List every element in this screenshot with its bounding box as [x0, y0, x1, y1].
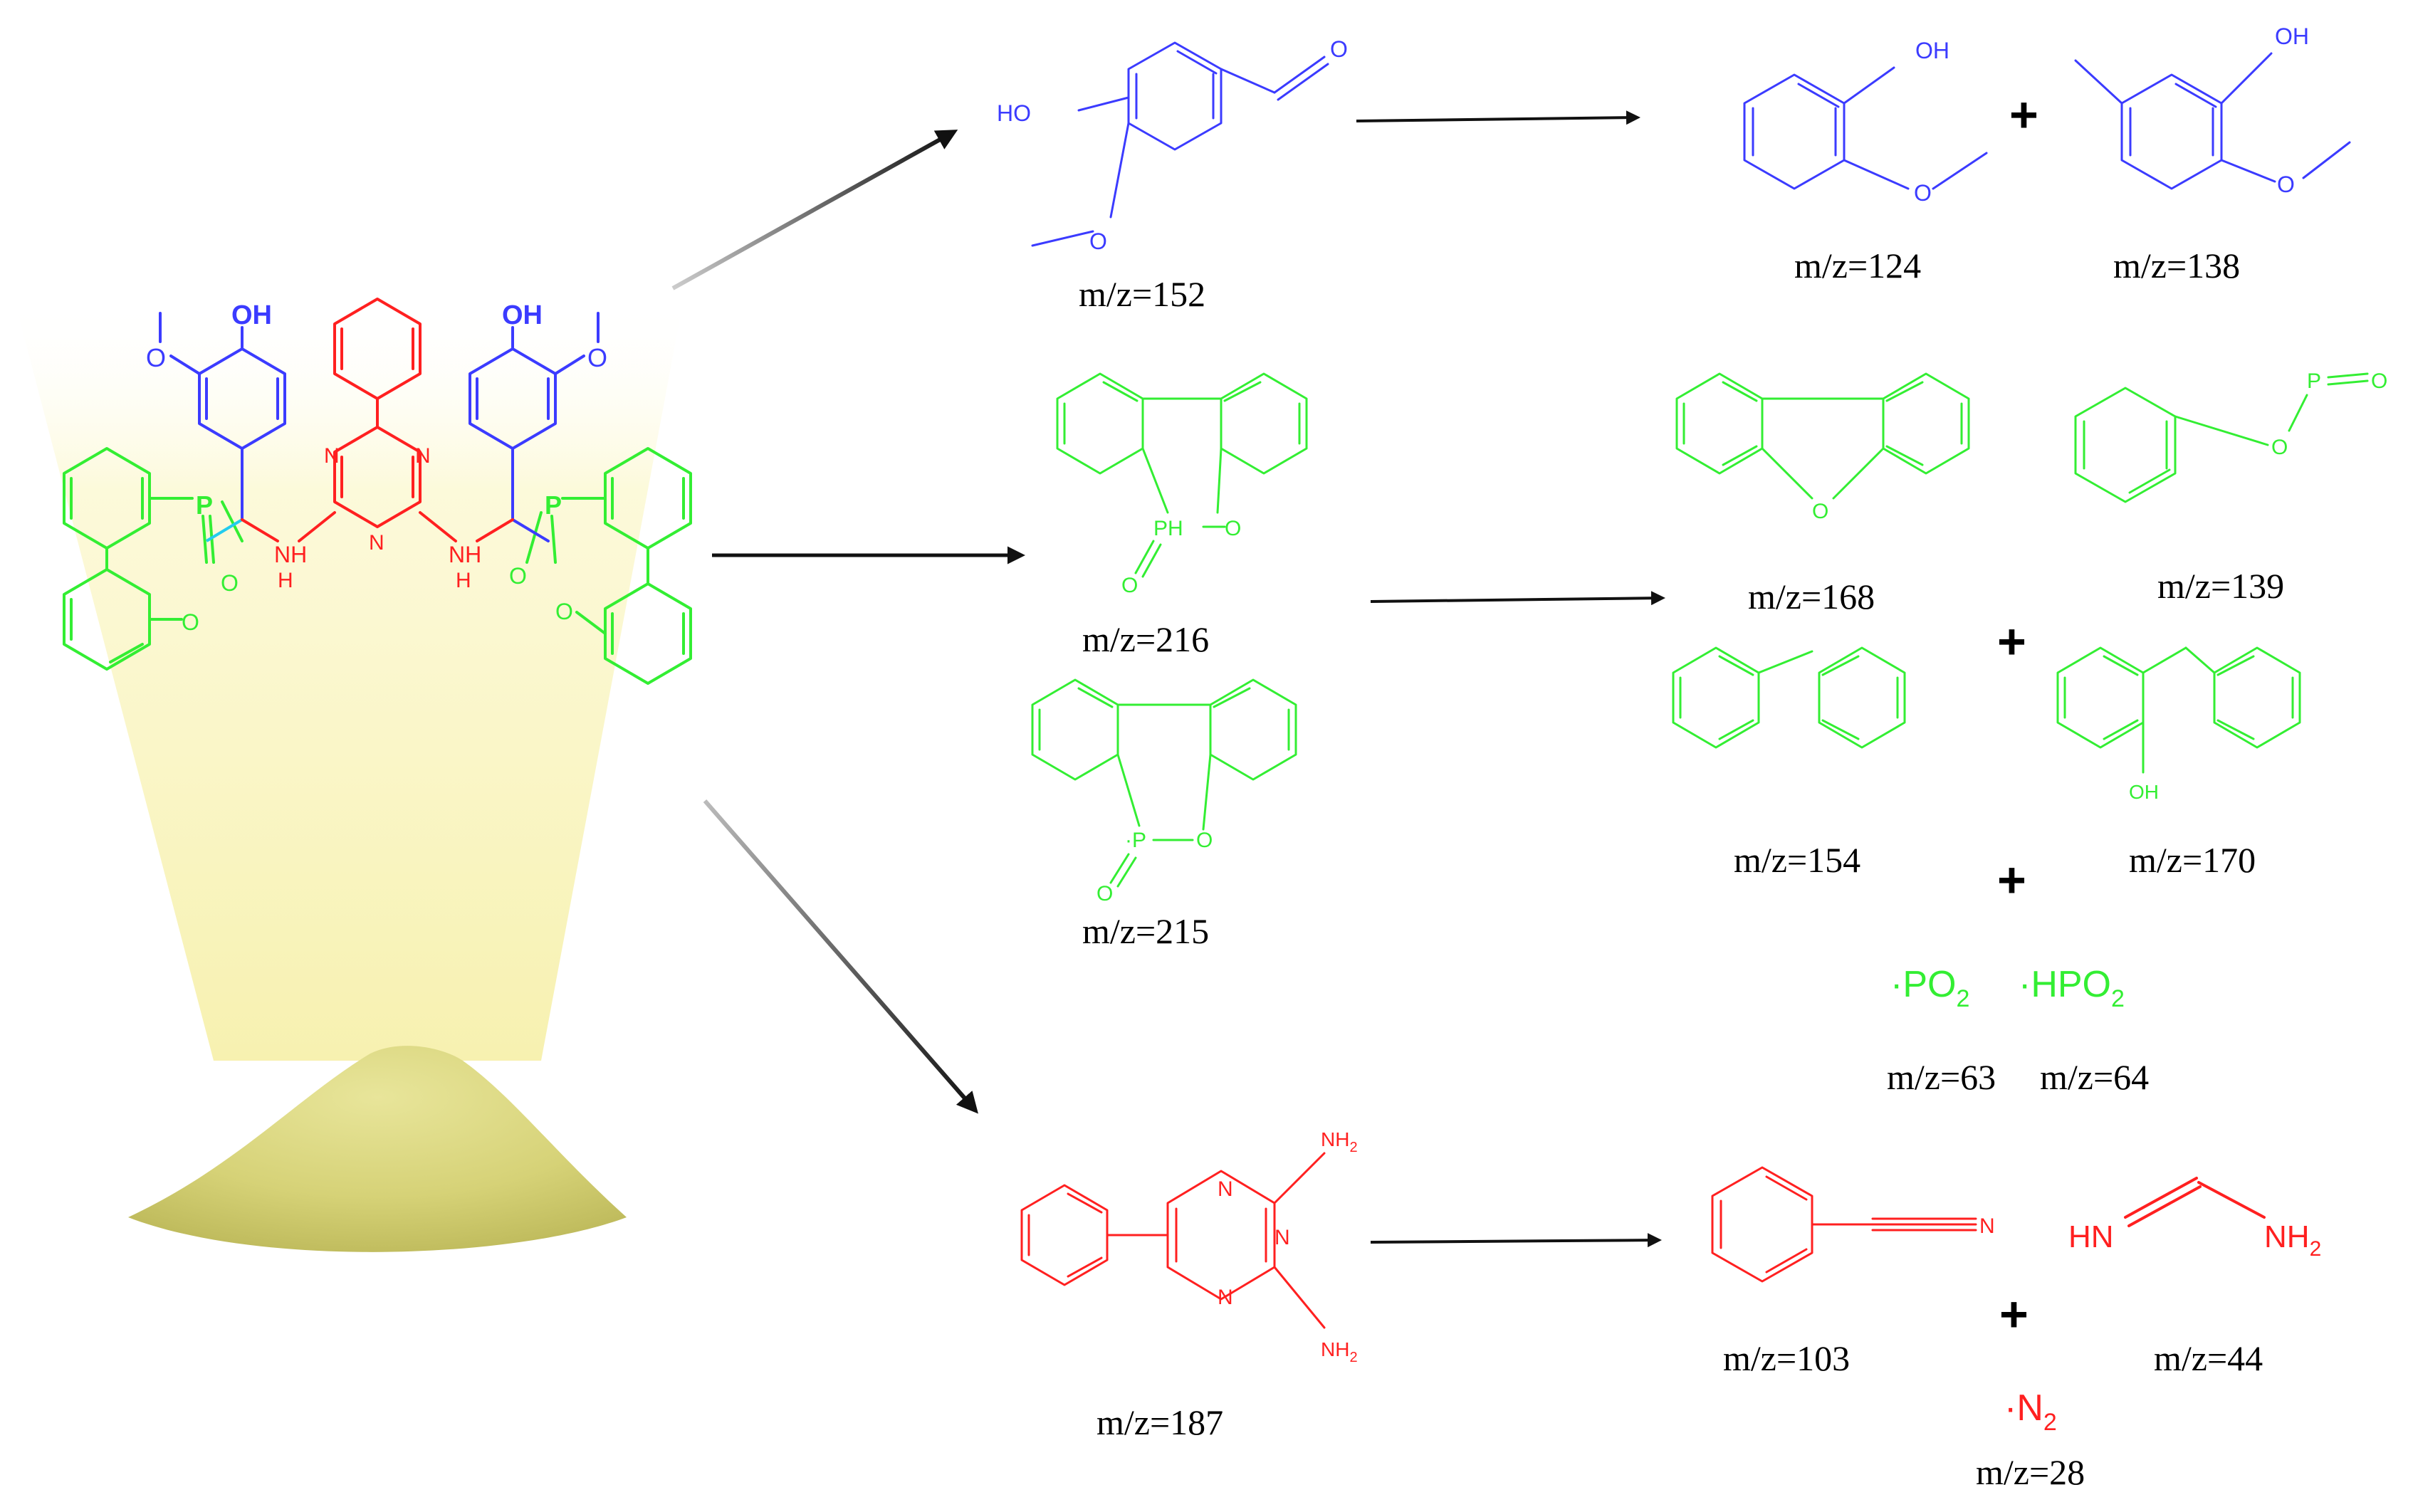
powder-pile [128, 1046, 627, 1252]
plus-4: + [1999, 1286, 2029, 1342]
methylguaiacol-mz: m/z=138 [2113, 246, 2240, 285]
triazine-nh2-top: NH2 [1321, 1128, 1358, 1155]
source-n-2: N [415, 444, 431, 468]
biphenyl-mz: m/z=154 [1734, 840, 1860, 880]
light-beam [14, 299, 684, 1061]
nitrogen-n2: ·N2 [2004, 1387, 2057, 1436]
arrow-to-triazine [703, 799, 978, 1114]
formamidine-mz: m/z=44 [2154, 1338, 2263, 1378]
phenoxy-o: O [2271, 436, 2288, 459]
arrow-to-vanillin [671, 130, 958, 290]
dopo215-po: O [1096, 882, 1113, 905]
benzonitrile-n: N [1979, 1214, 1995, 1238]
plus-1: + [2009, 87, 2038, 142]
dopo-216-molecule [1056, 372, 1308, 578]
radical-hpo2-mz: m/z=64 [2040, 1057, 2149, 1097]
vanillin-ho: HO [997, 100, 1031, 126]
benzonitrile-molecule [1711, 1166, 1977, 1283]
formamidine-molecule [2124, 1177, 2266, 1227]
radical-po2-mz: m/z=63 [1887, 1057, 1996, 1097]
triazine-core [241, 298, 514, 542]
radical-hpo2: ·HPO2 [2019, 964, 2125, 1012]
source-o-right-2: O [555, 599, 573, 624]
vanillin-ald-o: O [1330, 36, 1348, 62]
dopo215-mz: m/z=215 [1082, 911, 1209, 951]
vanillin-left-ring [159, 312, 286, 521]
triazine-amine-molecule [1020, 1152, 1326, 1329]
arrow-dopo-products [1370, 591, 1665, 606]
source-n-3: N [369, 531, 384, 555]
arrow-triazine-products [1370, 1233, 1662, 1248]
source-ome-right: O [587, 343, 607, 372]
source-h-left: H [278, 569, 293, 592]
phenylphenol-oh: OH [2129, 781, 2159, 803]
source-o-right-1: O [509, 563, 527, 589]
plus-2: + [1997, 614, 2026, 669]
vanillin-molecule [1031, 41, 1329, 247]
triazine-nh2-bottom: NH2 [1321, 1338, 1358, 1365]
dopo216-o: O [1225, 517, 1241, 540]
source-oh-left: OH [231, 300, 272, 330]
arrow-vanillin-products [1356, 110, 1640, 125]
phenylphenol-molecule [2056, 646, 2301, 774]
dopo216-ph: PH [1153, 517, 1183, 540]
methylguaiacol-molecule [2074, 52, 2351, 190]
source-ome-left: O [146, 343, 166, 372]
source-molecule: OH OH O O P P O O O O NH H NH H N N N [63, 298, 692, 685]
dopo216-mz: m/z=216 [1082, 619, 1209, 659]
source-oh-right: OH [502, 300, 543, 330]
dibenzofuran-o: O [1812, 500, 1828, 523]
methylguaiacol-oh: OH [2275, 23, 2309, 49]
dopo216-po: O [1121, 574, 1138, 597]
dibenzofuran-mz: m/z=168 [1748, 577, 1875, 616]
phenoxy-p: P [2307, 369, 2321, 393]
phenoxy-po: O [2371, 369, 2387, 393]
phenoxy-po-molecule [2074, 372, 2369, 503]
dopo-215-molecule [1031, 678, 1297, 888]
methylguaiacol-o: O [2277, 172, 2295, 197]
phenylphenol-mz: m/z=170 [2129, 840, 2256, 880]
dopo215-p: ·P [1125, 829, 1146, 852]
triazine-n-2: N [1274, 1226, 1290, 1249]
source-nh-right: NH [449, 542, 481, 567]
dopo-left-upper-ring [63, 447, 244, 671]
source-o-left-1: O [221, 570, 239, 596]
formamidine-hn: HN [2068, 1219, 2114, 1254]
formamidine-nh2: NH2 [2264, 1219, 2321, 1261]
guaiacol-molecule [1743, 66, 1988, 190]
dopo-right-ring [525, 447, 692, 685]
source-p-left: P [196, 490, 213, 520]
triazine-n-3: N [1218, 1286, 1233, 1309]
dibenzofuran-molecule [1675, 372, 1970, 500]
guaiacol-o: O [1914, 180, 1932, 206]
vanillin-o: O [1089, 229, 1107, 254]
guaiacol-mz: m/z=124 [1794, 246, 1921, 285]
source-h-right: H [456, 569, 471, 592]
biphenyl-molecule [1672, 646, 1906, 749]
vanillin-mz: m/z=152 [1079, 274, 1205, 314]
guaiacol-oh: OH [1915, 38, 1949, 63]
nitrogen-mz: m/z=28 [1976, 1452, 2085, 1492]
vanillin-right-ring [469, 312, 600, 542]
source-p-right: P [545, 490, 562, 520]
benzonitrile-mz: m/z=103 [1723, 1338, 1850, 1378]
source-o-left-2: O [182, 609, 199, 635]
source-nh-left: NH [274, 542, 307, 567]
radical-po2: ·PO2 [1890, 964, 1969, 1012]
plus-3: + [1997, 852, 2026, 908]
triazine-n-1: N [1218, 1177, 1233, 1201]
phenoxy-mz: m/z=139 [2157, 566, 2284, 606]
dopo215-o: O [1196, 829, 1213, 852]
triazine-amine-mz: m/z=187 [1096, 1402, 1223, 1442]
source-n-1: N [324, 444, 340, 468]
